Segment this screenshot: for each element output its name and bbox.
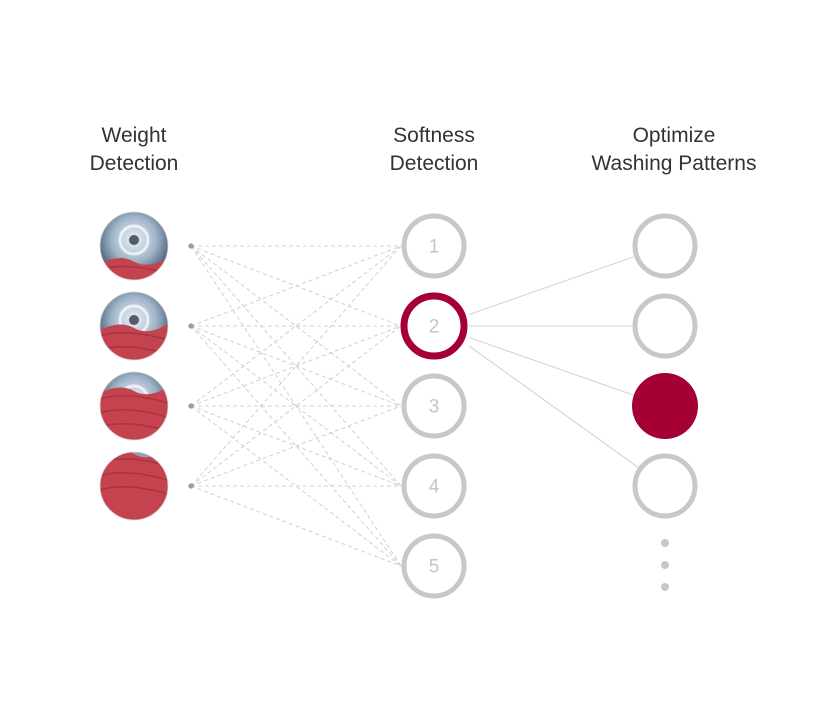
optimize-title-line1: Optimize	[632, 124, 716, 147]
connection-weight-3-to-softness-1	[190, 245, 402, 407]
optimize-washing-patterns-title: Optimize Washing Patterns	[544, 122, 804, 178]
washing-pattern-nodes	[632, 213, 698, 519]
ellipsis-dot-1	[661, 539, 669, 547]
softness-node-label: 4	[429, 477, 440, 498]
softness-node-label: 2	[429, 317, 440, 338]
weight-detection-nodes	[99, 211, 194, 521]
softness-detection-title: Softness Detection	[304, 122, 564, 178]
weight-detection-title-line1: Weight	[101, 124, 167, 147]
softness-node-4: 4	[401, 453, 467, 519]
softness-node-5: 5	[401, 533, 467, 599]
washing-pattern-node-4	[632, 453, 698, 519]
weight-level-2-output-dot	[188, 323, 194, 329]
weight-level-2-icon	[99, 291, 194, 361]
connection-weight-4-to-softness-5	[190, 485, 402, 567]
weight-level-4-output-dot	[188, 483, 194, 489]
weight-detection-title: Weight Detection	[4, 122, 264, 178]
weight-level-3-icon	[99, 371, 194, 441]
washing-pattern-node-selected	[632, 373, 698, 439]
connection-weight-1-to-softness-3	[190, 245, 402, 407]
weight-to-softness-connections	[190, 245, 402, 567]
washing-pattern-node-1	[632, 213, 698, 279]
softness-node-2: 2	[400, 292, 468, 360]
softness-node-1: 1	[401, 213, 467, 279]
softness-detection-title-line2: Detection	[389, 152, 479, 175]
softness-detection-nodes: 1 2 3 4 5	[400, 213, 468, 599]
softness-detection-title-line1: Softness	[393, 124, 475, 147]
connection-weight-4-to-softness-2	[190, 325, 402, 487]
weight-level-1-output-dot	[188, 243, 194, 249]
weight-level-4-icon	[99, 451, 194, 521]
weight-detection-title-line2: Detection	[89, 152, 179, 175]
optimize-title-line2: Washing Patterns	[591, 152, 757, 175]
connection-weight-3-to-softness-2	[190, 325, 402, 407]
ellipsis-vertical-icon	[661, 539, 669, 591]
ellipsis-dot-2	[661, 561, 669, 569]
connection-softness-to-pattern-4	[468, 345, 639, 468]
connection-weight-4-to-softness-3	[190, 405, 402, 487]
connection-weight-2-to-softness-1	[190, 245, 402, 327]
softness-to-pattern-connections	[468, 256, 639, 468]
connection-softness-to-pattern-1	[468, 256, 634, 316]
softness-node-label: 1	[429, 237, 440, 258]
connection-weight-3-to-softness-5	[190, 405, 402, 567]
weight-level-1-icon	[99, 211, 194, 281]
connection-weight-2-to-softness-4	[190, 325, 402, 487]
softness-node-label: 5	[429, 557, 440, 578]
softness-node-label: 3	[429, 397, 440, 418]
ellipsis-dot-3	[661, 583, 669, 591]
softness-node-3: 3	[401, 373, 467, 439]
connection-softness-to-pattern-3	[468, 336, 634, 396]
washing-pattern-node-2	[632, 293, 698, 359]
weight-level-3-output-dot	[188, 403, 194, 409]
